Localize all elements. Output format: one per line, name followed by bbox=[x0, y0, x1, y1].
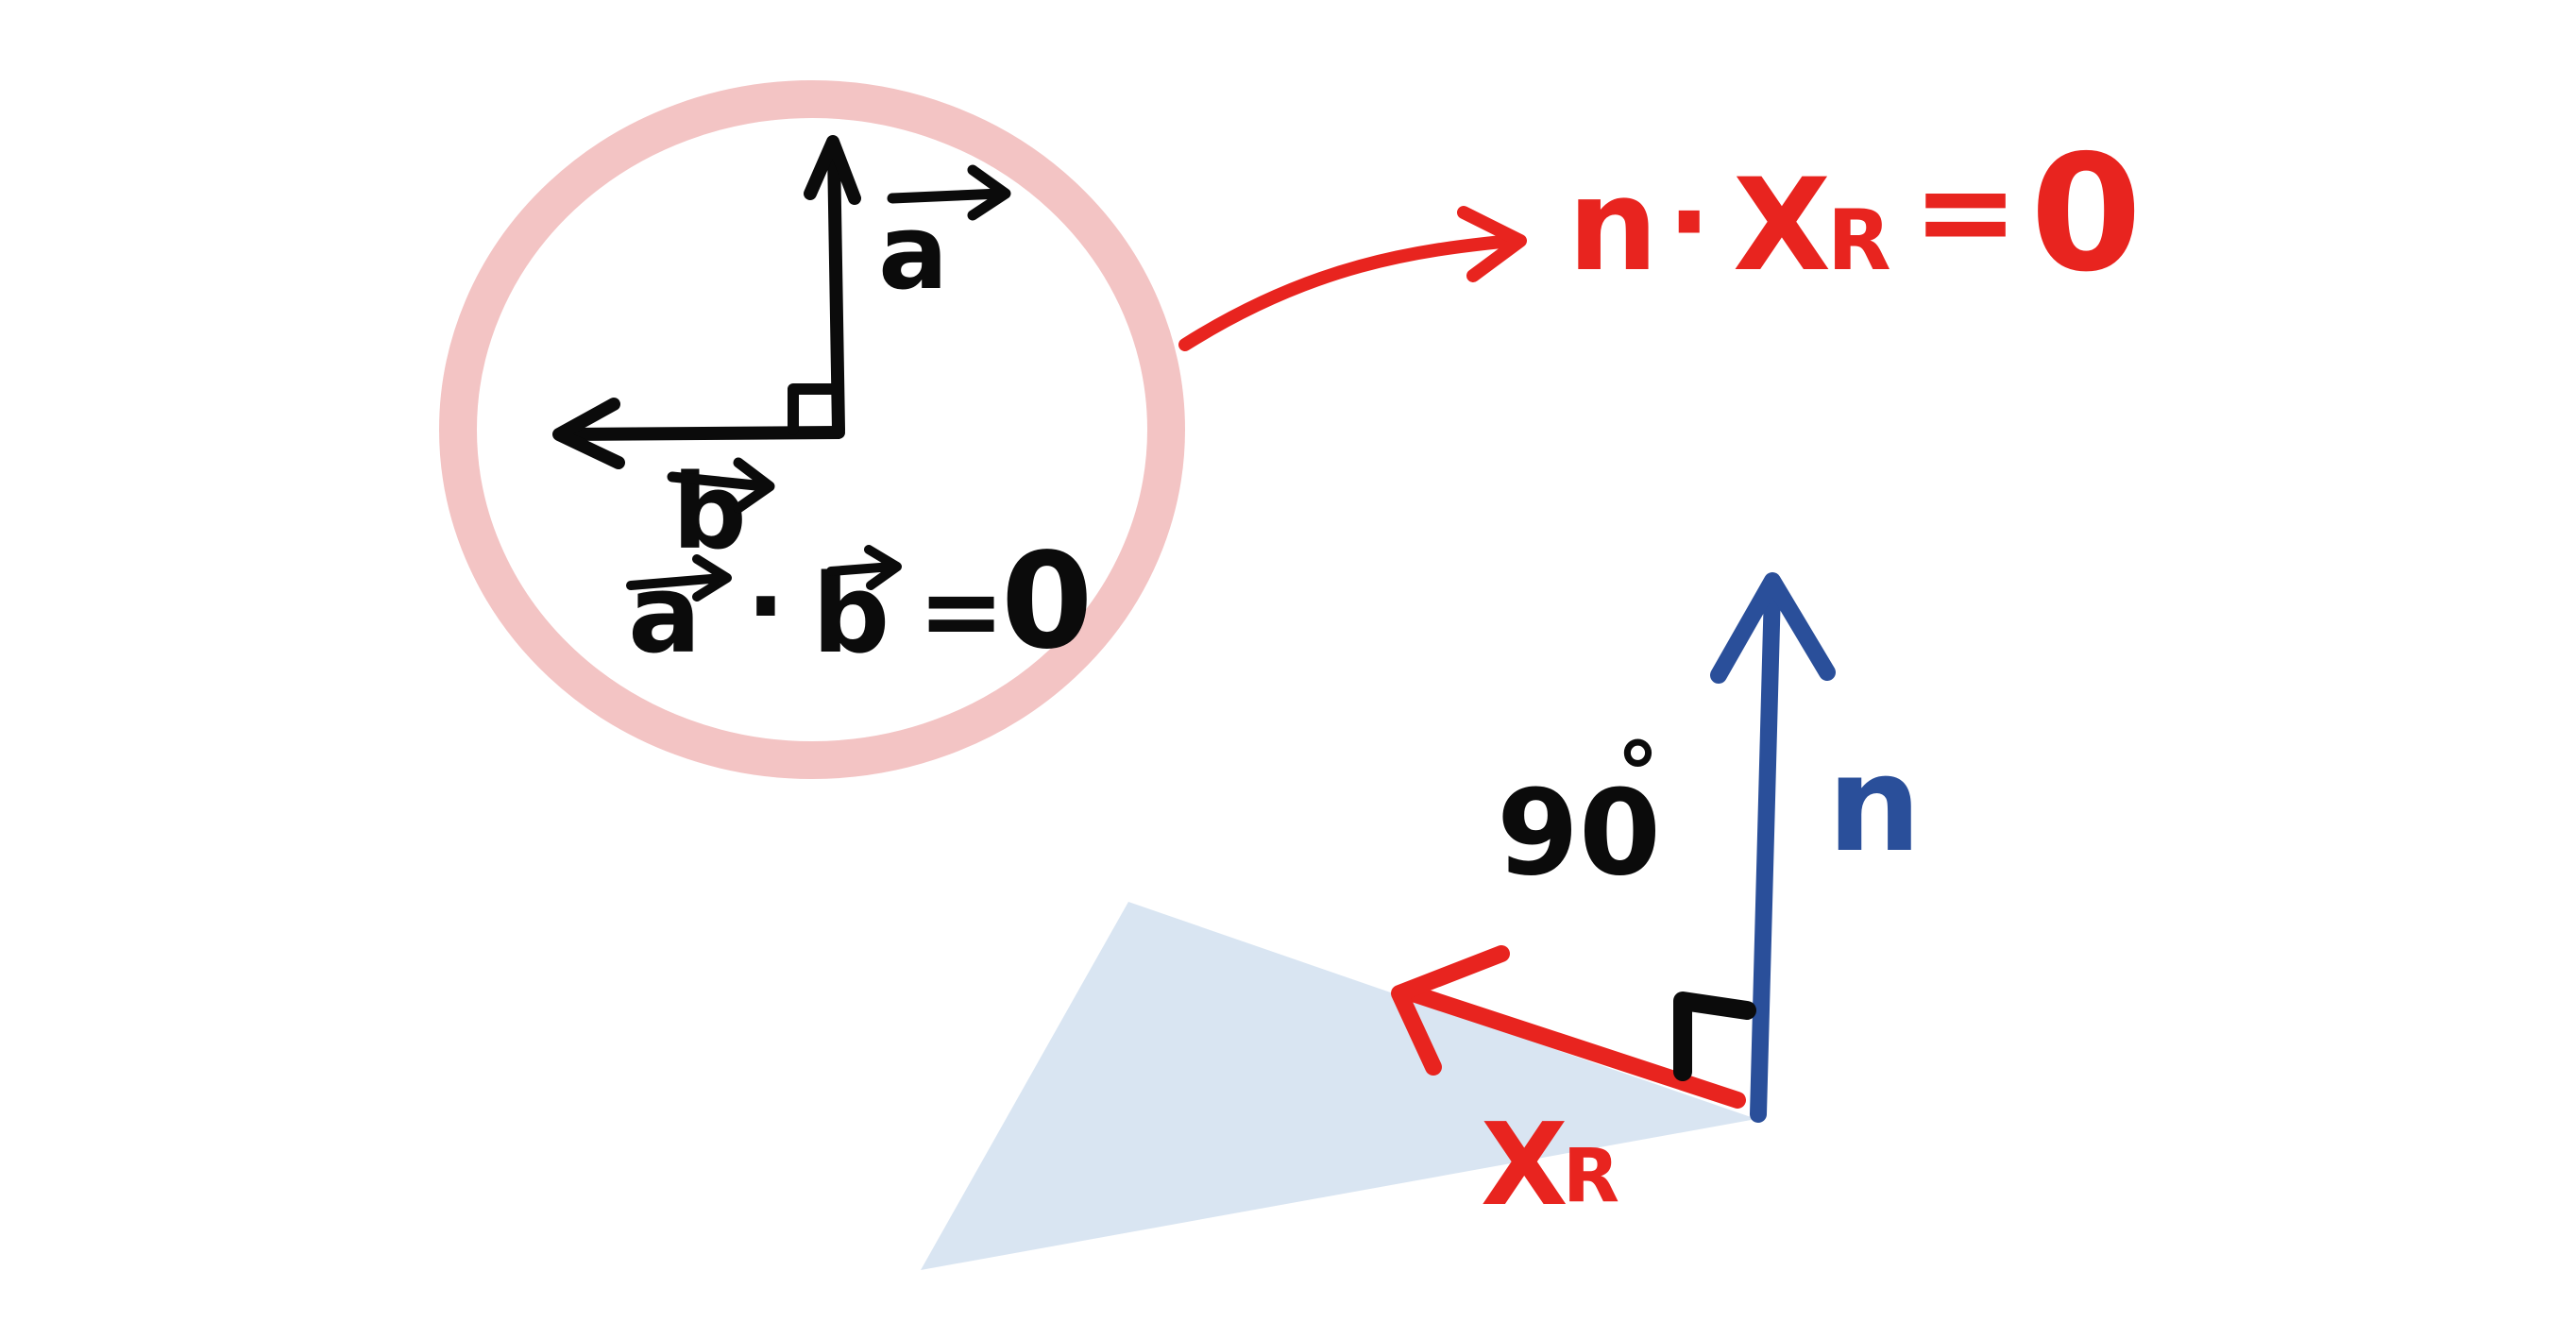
eq-sub-r: R bbox=[1827, 192, 1891, 289]
inset-right-angle-marker bbox=[788, 383, 844, 435]
eq-dot: · bbox=[1667, 154, 1712, 291]
vector-a-label-arrow bbox=[887, 164, 1011, 221]
vector-a-arrowhead bbox=[804, 135, 861, 205]
eq-x: X bbox=[1733, 151, 1831, 299]
eq-equals: = bbox=[1912, 137, 2019, 285]
connector-arrow-curve bbox=[1178, 234, 1517, 351]
inset-eq-a: a bbox=[628, 551, 702, 678]
eq-zero: 0 bbox=[2030, 121, 2142, 308]
connector-arrowhead bbox=[1457, 206, 1527, 282]
xr-vector-label-sub: R bbox=[1563, 1134, 1619, 1219]
inset-eq-b-arrow bbox=[826, 545, 902, 590]
main-right-angle-marker bbox=[1673, 992, 1756, 1081]
inset-eq-dot: · bbox=[746, 546, 786, 667]
vector-a-shaft bbox=[827, 144, 845, 436]
eq-n: n bbox=[1568, 151, 1658, 299]
inset-group: a b a · b = 0 bbox=[439, 80, 1185, 779]
angle-degree-symbol: ° bbox=[1617, 724, 1659, 823]
vector-b-label: b bbox=[672, 451, 747, 572]
normal-vector-label: n bbox=[1827, 728, 1922, 882]
red-equation: n · X R = 0 bbox=[1568, 121, 2142, 308]
inset-eq-a-arrow bbox=[626, 554, 732, 602]
vector-b-arrowhead bbox=[552, 398, 625, 469]
plane-surface bbox=[921, 902, 1756, 1270]
xr-vector-label: X bbox=[1481, 1100, 1568, 1231]
xr-vector-shaft bbox=[1398, 983, 1746, 1109]
inset-eq-equals: = bbox=[918, 551, 1005, 671]
inset-circle bbox=[439, 80, 1185, 779]
inset-eq-zero: 0 bbox=[1001, 525, 1093, 679]
normal-vector-shaft bbox=[1750, 582, 1781, 1123]
angle-label: 90 bbox=[1497, 765, 1661, 902]
normal-vector-arrowhead bbox=[1710, 572, 1836, 684]
xr-vector-arrowhead bbox=[1391, 945, 1510, 1076]
vector-a-label: a bbox=[878, 192, 948, 313]
vector-b-label-arrow bbox=[667, 457, 775, 514]
